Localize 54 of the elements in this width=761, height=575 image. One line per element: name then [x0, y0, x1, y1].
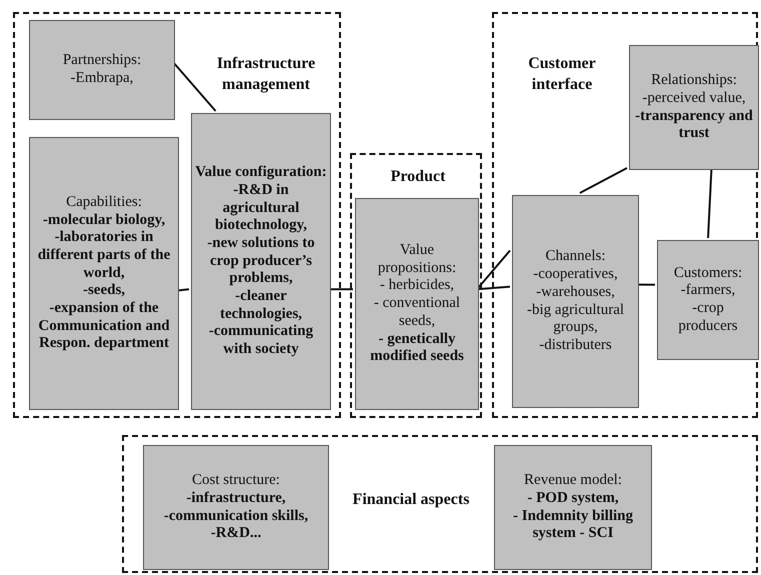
group-title: Product	[390, 167, 446, 187]
connector-line	[707, 168, 712, 238]
group-title: Financial aspects	[352, 490, 470, 510]
list-item: -laboratories in different parts of the world,	[36, 229, 172, 282]
list-item: -R&D in agricultural biotechnology,	[214, 182, 308, 235]
list-item: -distributers	[539, 336, 612, 355]
dashed-group-frame	[122, 435, 758, 573]
list-item: - Indemnity billing system - SCI	[512, 508, 634, 543]
dashed-group-frame	[492, 12, 758, 418]
text-box	[143, 445, 329, 570]
box-heading: Partnerships:	[62, 52, 142, 70]
list-item: -expansion of the Communication and Respon. department	[37, 300, 171, 354]
connector-line	[579, 167, 628, 194]
connector-line	[329, 288, 353, 290]
list-item: - POD system,	[527, 490, 619, 508]
text-box	[355, 198, 479, 410]
text-box	[657, 240, 759, 360]
list-item: -warehouses,	[536, 284, 615, 302]
group-title: Customer interface	[527, 54, 597, 95]
list-item: -big agricultural groups,	[526, 302, 626, 337]
list-item: -infrastructure,	[186, 490, 286, 508]
list-item: -crop producers	[677, 300, 739, 336]
list-item: -Embrapa,	[70, 70, 134, 88]
list-item: -R&D...	[210, 525, 262, 543]
list-item: -cooperatives,	[533, 266, 618, 284]
text-box	[629, 45, 759, 170]
box-heading: Revenue model:	[524, 472, 622, 490]
box-heading: Value configuration:	[195, 164, 327, 182]
text-box	[512, 195, 639, 408]
box-heading: Value propositions:	[376, 242, 458, 278]
list-item: -seeds,	[82, 282, 126, 300]
list-item: - conventional seeds,	[372, 295, 462, 331]
group-title: Infrastructure management	[216, 54, 316, 95]
box-heading: Relationships:	[651, 72, 737, 90]
list-item: -perceived value,	[642, 90, 746, 108]
list-item: -cleaner technologies,	[218, 288, 304, 324]
box-heading: Cost structure:	[192, 472, 280, 490]
list-item: -molecular biology,	[42, 212, 166, 230]
list-item: -new solutions to crop producer’s problems,	[206, 234, 316, 288]
list-item: -transparency and trust	[634, 108, 754, 143]
list-item: -communication skills,	[164, 508, 308, 526]
list-item: - herbicides,	[380, 277, 454, 296]
box-heading: Channels:	[546, 248, 606, 266]
text-box	[191, 113, 331, 410]
list-item: -communicating with society	[208, 323, 314, 359]
list-item: -farmers,	[680, 282, 736, 300]
dashed-group-frame	[13, 12, 341, 418]
text-box	[29, 137, 179, 410]
box-heading: Customers:	[674, 264, 742, 282]
list-item: - genetically modified seeds	[369, 330, 465, 366]
dashed-group-frame	[350, 153, 482, 418]
box-heading: Capabilities:	[66, 194, 142, 212]
text-box	[494, 445, 652, 570]
text-box	[29, 20, 175, 120]
